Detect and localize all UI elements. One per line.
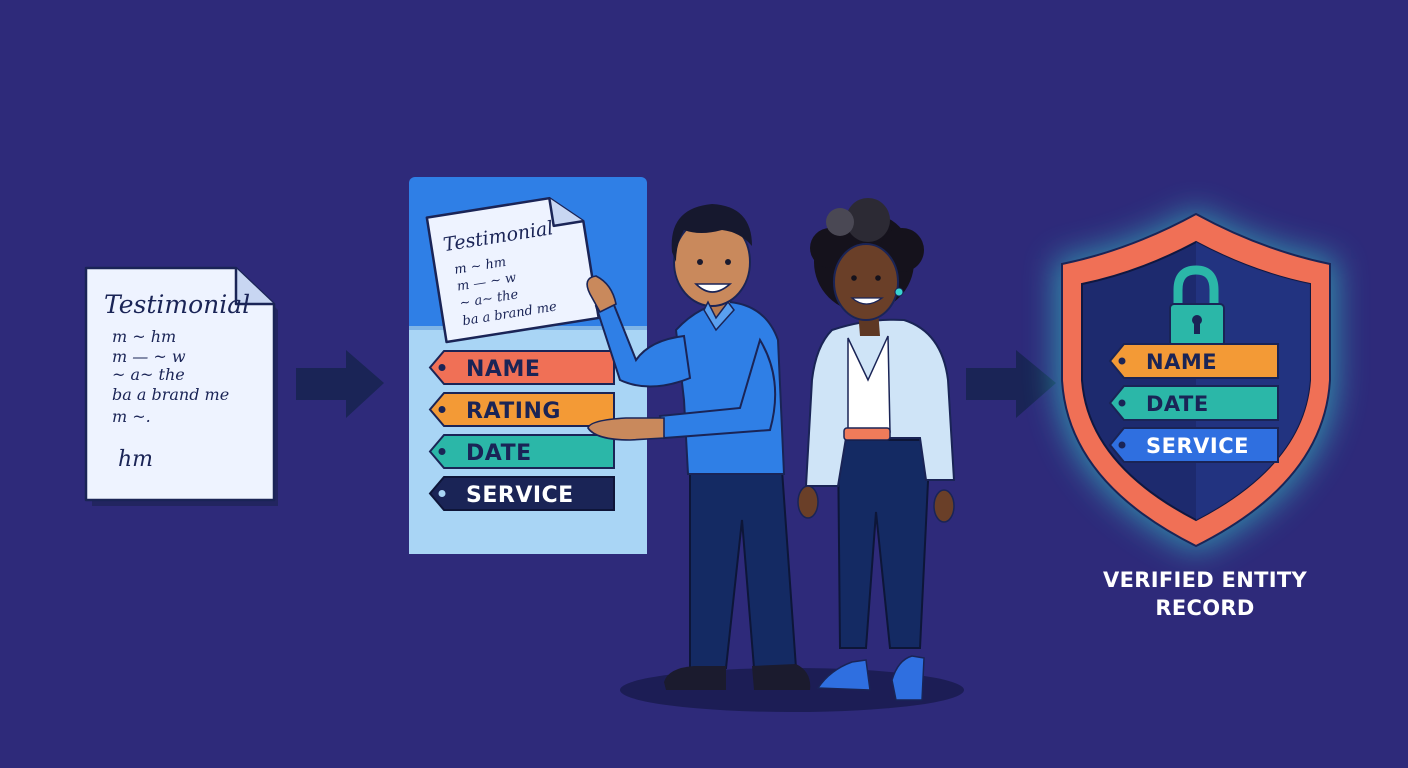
tag-icon	[1108, 427, 1279, 463]
tag-icon	[1108, 343, 1279, 379]
tag-service: SERVICE	[428, 476, 615, 511]
shield-tag-service: SERVICE	[1108, 427, 1279, 463]
tag-icon	[428, 476, 615, 511]
padlock-icon	[1169, 265, 1225, 347]
tag-name: NAME	[428, 350, 615, 385]
input-document-line: ba a brand me	[112, 385, 229, 404]
input-document-line: m — ~ w	[112, 347, 186, 366]
caption-line-1: VERIFIED ENTITY	[1103, 568, 1307, 592]
shield-tag-date-label: DATE	[1146, 392, 1209, 416]
caption-line-2: RECORD	[1155, 596, 1255, 620]
signature: hm	[118, 447, 153, 472]
tag-service-label: SERVICE	[466, 483, 574, 508]
tag-date: DATE	[428, 434, 615, 469]
panel-document: Testimonial m ~ hm m — ~ w ~ a~ the ba a…	[425, 196, 600, 344]
tag-icon	[428, 392, 615, 427]
tag-rating-label: RATING	[466, 399, 561, 424]
woman-figure	[797, 198, 956, 701]
shield-tag-date: DATE	[1108, 385, 1279, 421]
tag-rating: RATING	[428, 392, 615, 427]
document-icon	[84, 266, 276, 502]
tag-name-label: NAME	[466, 357, 540, 382]
tag-icon	[428, 434, 615, 469]
shield-tag-name-label: NAME	[1146, 350, 1217, 374]
input-document-line: ~ a~ the	[112, 365, 185, 384]
shield-icon	[1056, 210, 1336, 552]
tag-date-label: DATE	[466, 441, 532, 466]
input-document-title: Testimonial	[104, 290, 250, 319]
arrow-right-icon	[296, 350, 384, 418]
tag-icon	[1108, 385, 1279, 421]
shield-tag-name: NAME	[1108, 343, 1279, 379]
verified-record-caption: VERIFIED ENTITY RECORD	[1070, 566, 1340, 622]
input-document: Testimonial m ~ hm m — ~ w ~ a~ the ba a…	[84, 266, 278, 506]
input-document-line: m ~ hm	[112, 327, 176, 346]
tagging-panel: Testimonial m ~ hm m — ~ w ~ a~ the ba a…	[409, 177, 647, 554]
tag-icon	[428, 350, 615, 385]
input-document-line: m ~.	[112, 407, 151, 426]
man-figure	[586, 204, 811, 690]
shield-tag-service-label: SERVICE	[1146, 434, 1249, 458]
arrow-right-icon	[966, 350, 1056, 418]
